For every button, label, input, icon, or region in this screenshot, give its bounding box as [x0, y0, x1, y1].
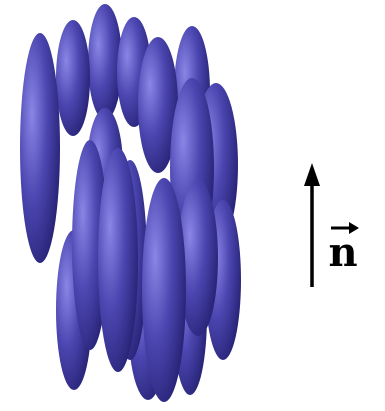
ellipsoid-molecule	[56, 20, 90, 136]
director-arrow	[304, 163, 320, 287]
molecule-cluster	[20, 4, 250, 402]
ellipsoid-molecule	[98, 148, 138, 372]
director-label: n	[328, 222, 359, 276]
ellipsoid-molecule	[20, 33, 60, 263]
ellipsoid-molecule	[142, 178, 186, 402]
ellipsoid-molecule	[88, 4, 122, 120]
arrow-head	[304, 163, 320, 186]
director-symbol: n	[328, 229, 357, 276]
